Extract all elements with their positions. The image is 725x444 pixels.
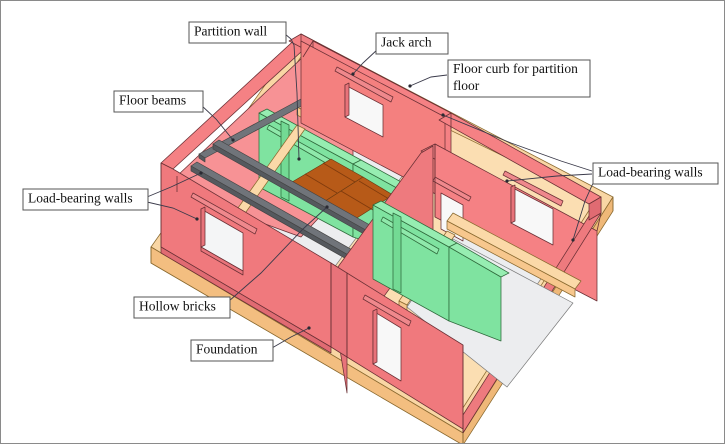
callout-foundation: Foundation (190, 326, 311, 362)
label-box-load-bearing-walls-right (592, 162, 719, 185)
leader-line-foundation-0 (271, 327, 310, 349)
callout-load-bearing-walls-right: Load-bearing walls (441, 113, 719, 242)
floor-beams-group (190, 98, 378, 266)
leader-endpoint-floor-curb-for-partition-floor-0 (408, 84, 412, 88)
leader-line-floor-beams-0 (200, 104, 234, 141)
leader-line-hollow-bricks-0 (228, 206, 328, 302)
leader-line-load-bearing-walls-right-1 (506, 173, 593, 182)
callout-load-bearing-walls-left: Load-bearing walls (22, 171, 203, 221)
leader-endpoint-partition-wall-0 (297, 157, 301, 161)
leader-endpoint-load-bearing-walls-right-0 (441, 113, 445, 117)
callout-floor-beams: Floor beams (113, 90, 235, 142)
label-box-floor-curb-for-partition-floor (447, 59, 591, 98)
leader-line-load-bearing-walls-left-1 (146, 201, 198, 220)
leader-line-floor-curb-for-partition-floor-0 (409, 74, 448, 87)
label-text-jack-arch: Jack arch (381, 35, 432, 50)
leader-line-partition-wall-0 (284, 33, 300, 160)
hollow-brick-joint-4 (358, 180, 390, 200)
leader-endpoint-load-bearing-walls-left-1 (195, 217, 199, 221)
edge-detail-5 (596, 212, 602, 232)
right-room-group (372, 200, 582, 388)
wall-ne-door-lintel (432, 176, 472, 202)
label-text-floor-beams: Floor beams (119, 93, 186, 108)
leader-line-load-bearing-walls-left-0 (146, 172, 202, 198)
label-box-partition-wall (188, 21, 287, 44)
label-box-foundation (190, 339, 274, 362)
leader-line-jack-arch-0 (352, 48, 379, 75)
label-box-floor-beams (113, 90, 204, 113)
wall-west-lower-face (160, 246, 332, 354)
wall-north-window-reveal (344, 82, 350, 118)
wall-north-face-group (300, 40, 446, 200)
label-box-hollow-bricks (133, 296, 231, 319)
leader-line-load-bearing-walls-right-0 (442, 114, 593, 172)
leader-line-load-bearing-walls-right-2 (572, 180, 595, 241)
hollow-brick-joint-2 (322, 162, 356, 183)
hollow-brick-joint-3 (340, 190, 374, 211)
wall-west-group (160, 33, 332, 348)
wall-south-door-lintel (362, 294, 412, 327)
label-text-floor-curb-for-partition-floor-line0: Floor curb for partition (453, 61, 578, 76)
label-text-hollow-bricks: Hollow bricks (139, 299, 216, 314)
edge-detail-2 (302, 40, 314, 58)
partition-wall-right-panel-far-top (448, 242, 510, 278)
callout-hollow-bricks: Hollow bricks (133, 205, 329, 319)
floor-beam-upper-face (198, 153, 206, 163)
leader-endpoint-load-bearing-walls-right-2 (571, 238, 575, 242)
wall-west-jack-arch (190, 192, 258, 235)
callout-jack-arch: Jack arch (351, 32, 449, 76)
wall-north-jack-arch-bar (334, 66, 394, 103)
leader-endpoint-load-bearing-walls-left-0 (199, 171, 203, 175)
label-text-load-bearing-walls-left: Load-bearing walls (28, 191, 133, 206)
wall-south-door-reveal (372, 308, 378, 365)
floor-curb-right-rear-face (446, 220, 576, 298)
leader-endpoint-jack-arch-0 (351, 72, 355, 76)
leader-endpoint-load-bearing-walls-right-1 (505, 179, 509, 183)
leader-endpoint-floor-beams-0 (231, 138, 235, 142)
wall-ne-window-reveal (510, 184, 516, 224)
label-box-load-bearing-walls-left (22, 188, 149, 211)
label-text-foundation: Foundation (196, 342, 258, 357)
wall-west-window-reveal-bottom (200, 246, 244, 276)
wall-south-left-face (330, 262, 348, 358)
label-box-jack-arch (375, 32, 449, 55)
wall-south-group (330, 262, 464, 430)
label-text-partition-wall: Partition wall (194, 24, 267, 39)
wall-west-lower-group (160, 246, 332, 354)
label-text-floor-curb-for-partition-floor-line1: floor (453, 78, 480, 93)
leader-endpoint-foundation-0 (307, 326, 311, 330)
wall-west-window-reveal-left (200, 206, 206, 248)
callout-floor-curb-for-partition-floor: Floor curb for partition floor (408, 59, 591, 98)
label-text-load-bearing-walls-right: Load-bearing walls (598, 165, 703, 180)
hollow-brick-joint-1 (304, 173, 338, 194)
callout-partition-wall: Partition wall (188, 21, 301, 161)
leader-endpoint-hollow-bricks-0 (325, 205, 329, 209)
partition-wall-right-pier (392, 212, 402, 294)
